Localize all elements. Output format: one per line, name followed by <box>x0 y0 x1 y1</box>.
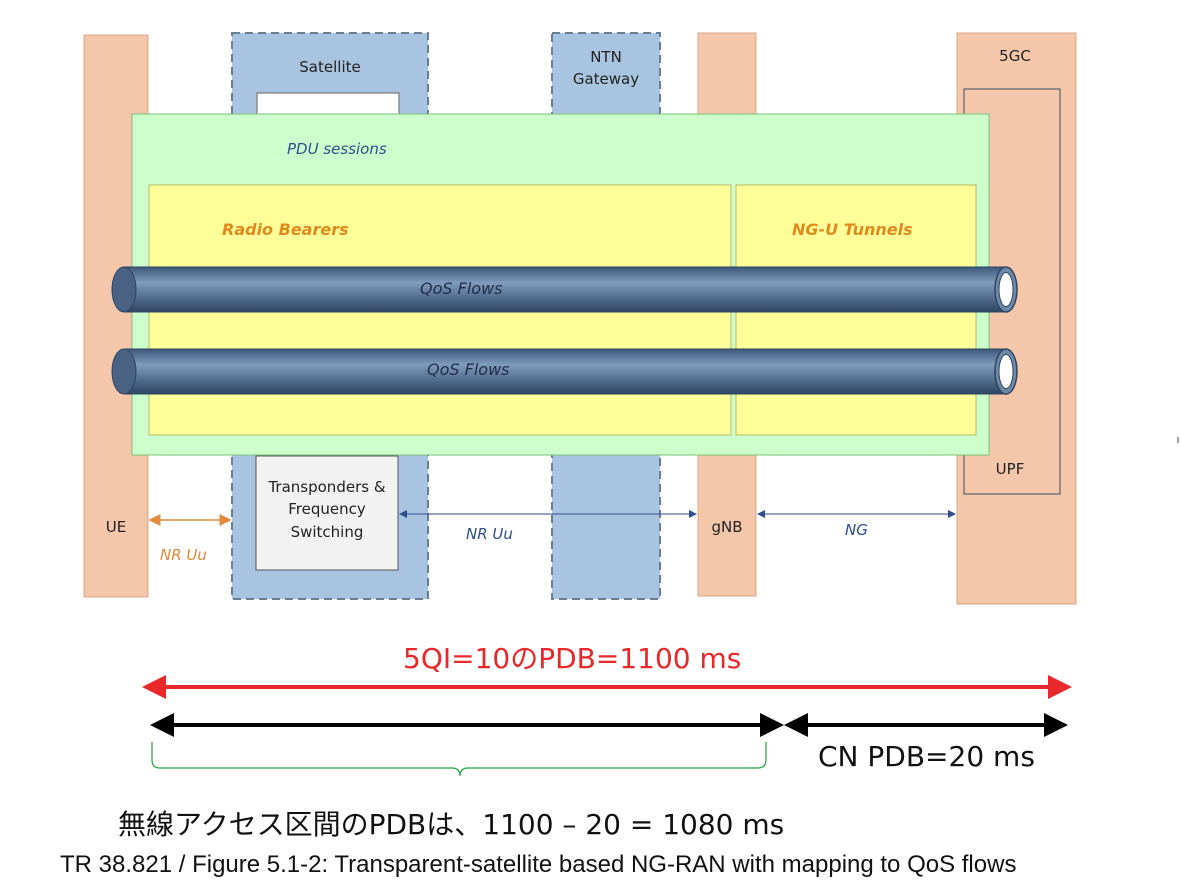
satellite-label: Satellite <box>299 58 361 76</box>
qos-pipe-1 <box>111 266 1018 313</box>
cn-pdb-label: CN PDB=20 ms <box>818 740 1035 773</box>
qos-pipe-2 <box>111 348 1018 395</box>
pdu-sessions-label: PDU sessions <box>287 140 387 158</box>
ngu-tunnels-label: NG-U Tunnels <box>792 220 913 239</box>
fiveg-core-label: 5GC <box>999 47 1031 65</box>
ng-label: NG <box>845 521 868 539</box>
nr-uu-mid-label: NR Uu <box>466 525 513 543</box>
transponders-label-line2: Frequency <box>288 500 366 518</box>
transponders-box <box>255 455 399 571</box>
ntn-gateway-label-line2: Gateway <box>572 70 640 88</box>
transponders-label-line1: Transponders & <box>268 478 386 496</box>
radio-pdb-label: 無線アクセス区間のPDBは、1100 – 20 = 1080 ms <box>118 808 785 841</box>
nr-uu-left-label: NR Uu <box>160 546 207 564</box>
total-pdb-label: 5QI=10のPDB=1100 ms <box>403 642 742 675</box>
transponders-label-line3: Switching <box>290 523 364 541</box>
qos-flows-label-1: QoS Flows <box>420 279 503 298</box>
ue-label: UE <box>105 518 127 536</box>
qos-flows-label-2: QoS Flows <box>427 360 510 379</box>
upf-label: UPF <box>995 460 1025 478</box>
radio-pdb-brace <box>151 742 767 777</box>
ntn-gateway-label-line1: NTN <box>590 48 622 66</box>
radio-bearers-label: Radio Bearers <box>222 220 349 239</box>
gnb-label: gNB <box>711 518 743 536</box>
figure-caption: TR 38.821 / Figure 5.1-2: Transparent-sa… <box>60 851 1017 878</box>
